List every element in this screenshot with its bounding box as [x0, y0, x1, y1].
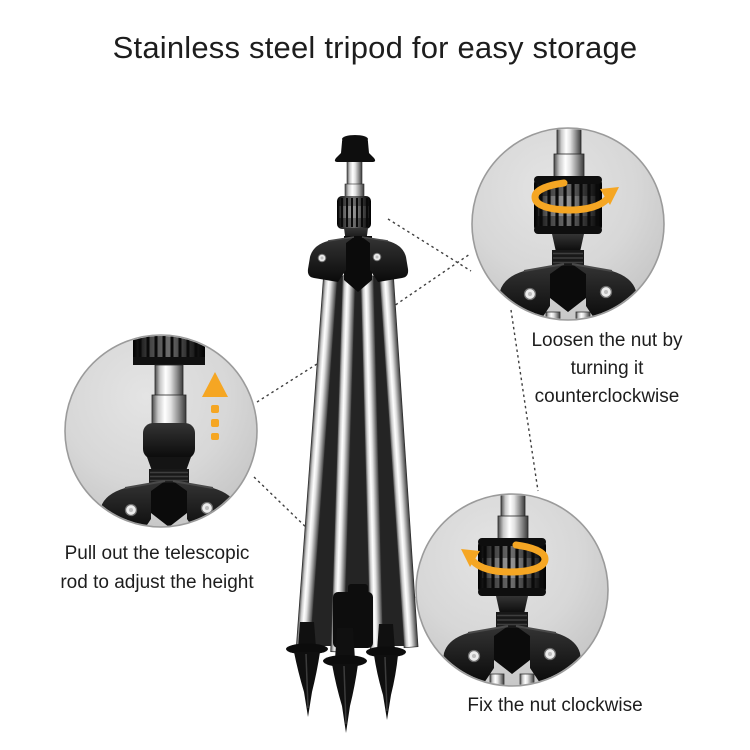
tripod-ground-spike: [323, 628, 367, 733]
tripod-legs: [295, 269, 419, 653]
page-title: Stainless steel tripod for easy storage: [112, 30, 638, 65]
tripod-ground-spike: [286, 622, 328, 717]
rotate-ccw-arrow-icon: [531, 179, 619, 214]
callout-line: counterclockwise: [534, 386, 680, 407]
tripod-ground-spike: [366, 624, 406, 720]
callout-loosen-text: Loosen the nut by turning it countercloc…: [492, 327, 722, 411]
callout-pull-text: Pull out the telescopic rod to adjust th…: [42, 539, 272, 597]
callout-line: Loosen the nut by: [531, 330, 683, 351]
up-arrow-icon: [202, 372, 228, 440]
callout-line: turning it: [570, 358, 644, 379]
detail-circle-fix: [415, 493, 609, 687]
detail-circle-pull: [64, 334, 258, 528]
callout-line: rod to adjust the height: [60, 572, 254, 593]
tripod-top-rod: [344, 157, 365, 201]
callout-fix-text: Fix the nut clockwise: [440, 692, 670, 720]
callout-line: Pull out the telescopic: [64, 543, 250, 564]
tripod-hub: [307, 236, 409, 292]
detail-circle-loosen: [471, 127, 665, 321]
callout-line: Fix the nut clockwise: [467, 695, 643, 716]
main-tripod: [286, 135, 419, 733]
tripod-cap: [334, 135, 376, 162]
rotate-cw-arrow-icon: [461, 541, 549, 576]
